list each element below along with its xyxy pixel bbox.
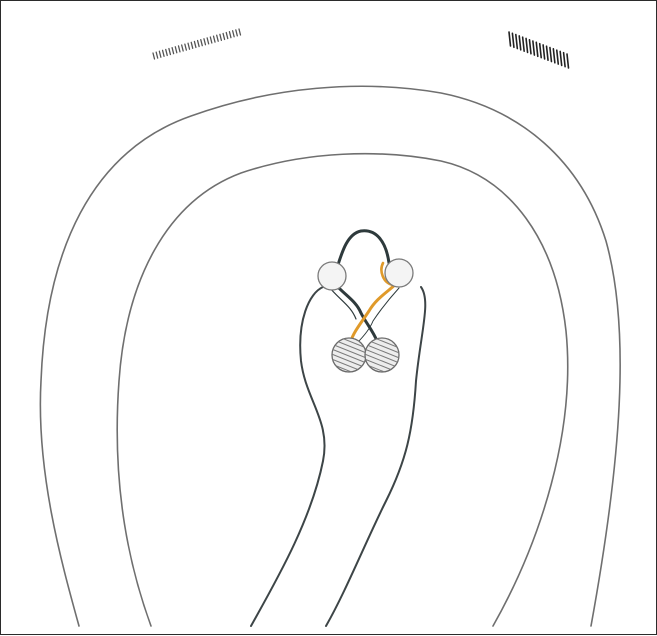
tally-stroke xyxy=(226,33,228,39)
tally-stroke xyxy=(550,48,552,62)
tally-marks-right xyxy=(509,32,569,68)
tally-stroke xyxy=(210,37,212,43)
tally-marks-left xyxy=(153,29,241,59)
outer-arc xyxy=(40,86,620,626)
tally-stroke xyxy=(166,49,168,55)
tally-stroke xyxy=(553,49,555,63)
tally-stroke xyxy=(185,44,187,50)
tally-stroke xyxy=(236,30,238,36)
tally-stroke xyxy=(153,53,155,59)
tally-stroke xyxy=(533,41,535,55)
tally-stroke xyxy=(526,38,528,52)
tally-stroke xyxy=(172,48,174,54)
tally-stroke xyxy=(163,50,165,56)
middle-arc xyxy=(117,154,568,626)
tally-stroke xyxy=(188,43,190,49)
tally-stroke xyxy=(169,49,171,55)
tally-stroke xyxy=(564,53,566,67)
tally-stroke xyxy=(516,35,518,49)
tally-stroke xyxy=(523,37,525,51)
tally-stroke xyxy=(519,36,521,50)
tally-stroke xyxy=(198,41,200,47)
tally-stroke xyxy=(509,32,511,46)
tally-stroke xyxy=(201,40,203,46)
tally-stroke xyxy=(529,40,531,54)
tally-stroke xyxy=(239,29,241,35)
tally-stroke xyxy=(159,51,161,57)
tally-stroke xyxy=(207,38,209,44)
tally-stroke xyxy=(220,34,222,40)
hatched-circle-left xyxy=(329,323,369,384)
tally-stroke xyxy=(560,51,562,65)
tally-stroke xyxy=(543,45,545,59)
tally-stroke xyxy=(536,42,538,56)
tally-stroke xyxy=(217,35,219,41)
tally-stroke xyxy=(178,46,180,52)
tally-stroke xyxy=(182,45,184,51)
tally-stroke xyxy=(204,39,206,45)
tally-stroke xyxy=(540,44,542,58)
inner-lobe xyxy=(251,287,425,626)
tally-stroke xyxy=(194,41,196,47)
tally-stroke xyxy=(214,36,216,42)
tally-stroke xyxy=(191,42,193,48)
tally-stroke xyxy=(156,52,158,58)
top-circle-left xyxy=(318,262,346,290)
tally-stroke xyxy=(547,46,549,60)
tally-stroke xyxy=(512,33,514,47)
tally-stroke xyxy=(567,54,569,68)
tally-stroke xyxy=(223,33,225,39)
hatched-circle-right xyxy=(362,323,402,384)
tally-stroke xyxy=(229,32,231,38)
tally-stroke xyxy=(557,50,559,64)
tally-stroke xyxy=(175,47,177,53)
top-circle-right xyxy=(385,259,413,287)
tally-stroke xyxy=(233,31,235,37)
